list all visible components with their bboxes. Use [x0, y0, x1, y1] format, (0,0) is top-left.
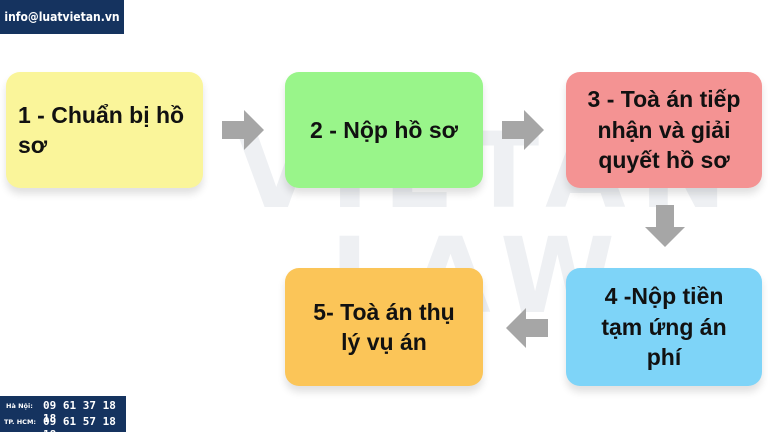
step-1-line-1: 1 - Chuẩn bị hồ	[18, 101, 185, 128]
step-4-line-1: 4 -Nộp tiền	[604, 283, 724, 310]
step-3-line-2: nhận và giải	[597, 116, 731, 143]
step-3-box: 3 - Toà án tiếp nhận và giải quyết hồ sơ	[566, 72, 762, 188]
step-1-line-2: sơ	[18, 132, 48, 158]
arrow-right-icon-2	[502, 110, 544, 150]
step-4-line-3: phí	[646, 344, 682, 371]
hanoi-phone[interactable]: 09 61 37 18 18	[43, 399, 116, 425]
step-3-line-3: quyết hồ sơ	[598, 147, 730, 174]
step-2-line-1: 2 - Nộp hồ sơ	[310, 116, 458, 143]
step-3-line-1: 3 - Toà án tiếp	[587, 86, 741, 113]
arrow-right-icon-1	[222, 110, 264, 150]
hcm-label: TP. HCM:	[4, 418, 37, 426]
step-1-box: 1 - Chuẩn bị hồ sơ	[6, 72, 203, 188]
contact-row-hcm: TP. HCM: 09 61 57 18 18	[0, 414, 126, 441]
email-badge[interactable]: info@luatvietan.vn	[0, 0, 124, 34]
step-5-line-2: lý vụ án	[341, 329, 427, 355]
step-5-box: 5- Toà án thụ lý vụ án	[285, 268, 483, 386]
arrow-down-icon	[645, 205, 685, 247]
step-2-box: 2 - Nộp hồ sơ	[285, 72, 483, 188]
step-4-box: 4 -Nộp tiền tạm ứng án phí	[566, 268, 762, 386]
contact-badge: Hà Nội: 09 61 37 18 18 TP. HCM: 09 61 57…	[0, 396, 126, 441]
arrow-left-icon	[506, 308, 548, 348]
hanoi-label: Hà Nội:	[6, 402, 33, 410]
step-4-line-2: tạm ứng án	[601, 313, 727, 340]
step-5-line-1: 5- Toà án thụ	[313, 298, 455, 325]
contact-row-hanoi: Hà Nội: 09 61 37 18 18	[0, 398, 126, 425]
hcm-phone[interactable]: 09 61 57 18 18	[43, 415, 116, 441]
